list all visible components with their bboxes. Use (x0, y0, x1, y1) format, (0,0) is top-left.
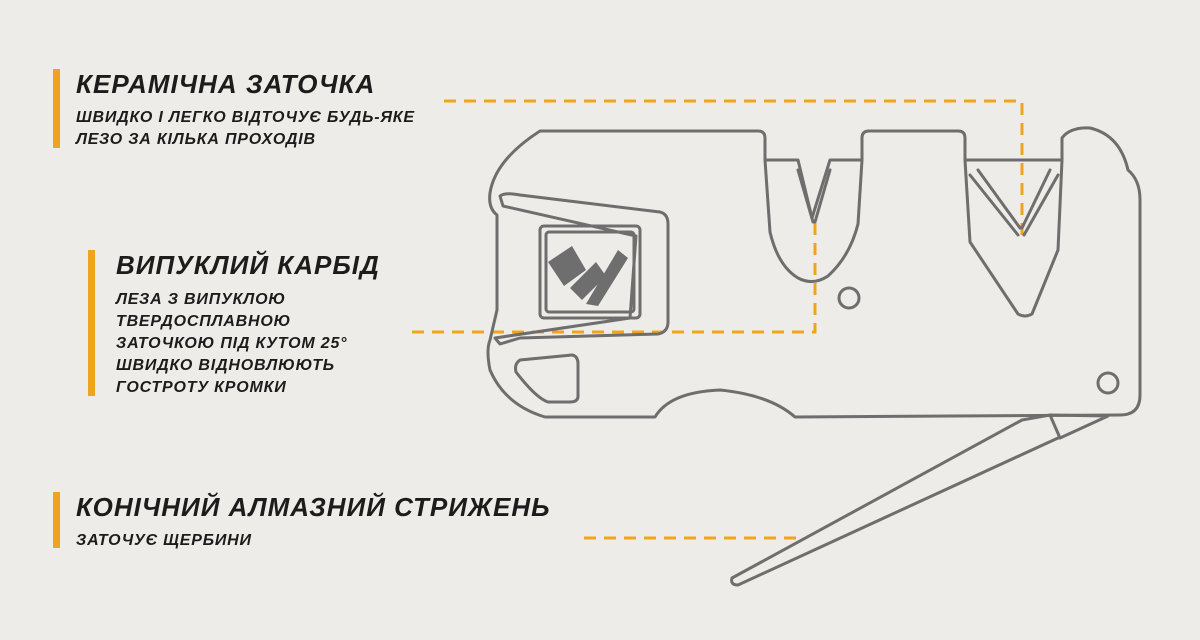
callout-title: ВИПУКЛИЙ КАРБІД (116, 250, 380, 280)
ceramic-notch (963, 158, 1064, 318)
callout-text: ЛЕЗО ЗА КІЛЬКА ПРОХОДІВ (76, 131, 316, 148)
carbide-notch (763, 158, 864, 283)
carbide-edge-left (796, 168, 815, 224)
callout-title: КОНІЧНИЙ АЛМАЗНИЙ СТРИЖЕНЬ (76, 492, 551, 522)
accent-bar (88, 250, 95, 396)
sharpener-body (486, 126, 1142, 419)
accent-bar (53, 492, 60, 548)
ceramic-rod-right (1022, 173, 1060, 237)
callout-title: КЕРАМІЧНА ЗАТОЧКА (76, 69, 376, 99)
ceramic-rod-left-inner (976, 168, 1022, 230)
mount-hole-top (837, 286, 861, 310)
callout-text: ТВЕРДОСПЛАВНОЮ (116, 313, 292, 330)
leader-lines (412, 99, 1024, 540)
diamond-rod-tip (1048, 413, 1062, 440)
callout-ceramic-sharpener: КЕРАМІЧНА ЗАТОЧКА ШВИДКО І ЛЕГКО ВІДТОЧУ… (53, 69, 415, 151)
knife-sharpener-icon (486, 126, 1142, 587)
callout-text: ШВИДКО І ЛЕГКО ВІДТОЧУЄ БУДЬ-ЯКЕ (76, 109, 415, 126)
callout-text: ЗАТОЧКОЮ ПІД КУТОМ 25° (116, 335, 348, 352)
callout-text: ГОСТРОТУ КРОМКИ (116, 379, 287, 396)
carbide-edge-right (813, 168, 832, 224)
callout-diamond-rod: КОНІЧНИЙ АЛМАЗНИЙ СТРИЖЕНЬ ЗАТОЧУЄ ЩЕРБИ… (53, 492, 551, 552)
accent-bar (53, 69, 60, 148)
callout-text: ЛЕЗА З ВИПУКЛОЮ (116, 291, 286, 308)
callout-text: ШВИДКО ВІДНОВЛЮЮТЬ (116, 357, 335, 374)
brand-logo-icon (548, 246, 628, 306)
logo-frame (538, 224, 642, 320)
callout-convex-carbide: ВИПУКЛИЙ КАРБІД ЛЕЗА З ВИПУКЛОЮ ТВЕРДОСП… (88, 250, 380, 399)
ceramic-rod-right-inner (1020, 168, 1052, 230)
leader-line-ceramic (444, 99, 1024, 236)
mount-hole-bottom (1096, 371, 1120, 395)
callout-text: ЗАТОЧУЄ ЩЕРБИНИ (76, 532, 252, 549)
ceramic-rod-left (968, 173, 1020, 237)
diamond-rod (730, 413, 1110, 587)
leader-line-carbide (412, 220, 817, 334)
thumb-grip (514, 353, 580, 404)
logo-plate-outer (493, 192, 670, 346)
logo-frame-inner (544, 230, 636, 314)
